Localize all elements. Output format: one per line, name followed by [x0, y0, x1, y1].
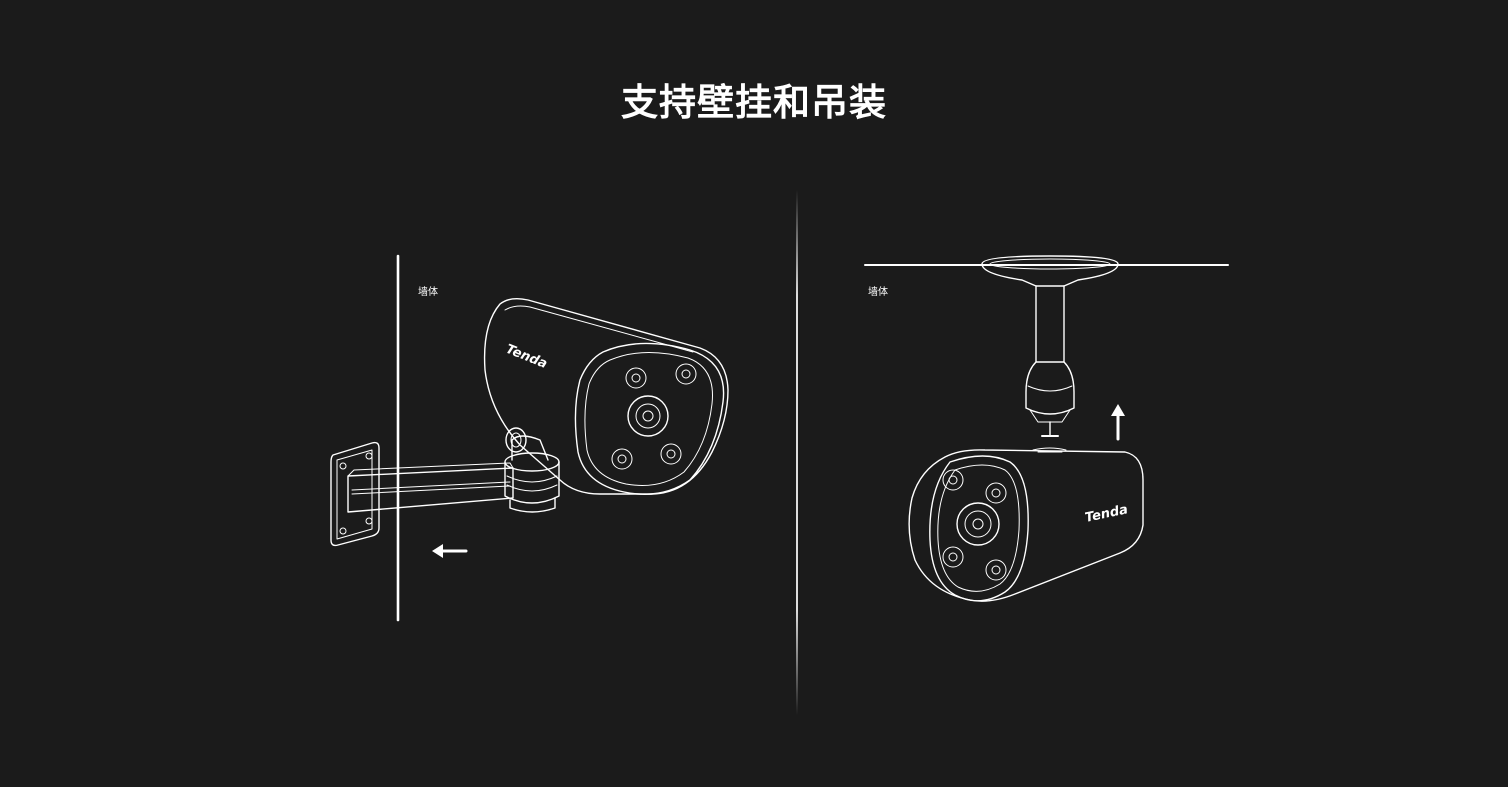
- wall-mount-camera-illustration: Tenda: [330, 254, 729, 622]
- brand-logo-ceiling: Tenda: [1084, 502, 1130, 526]
- ceiling-mount-camera-illustration: Tenda: [864, 255, 1229, 602]
- camera-body-wall: Tenda: [483, 297, 729, 495]
- wall-plate: [330, 441, 380, 547]
- mount-pole: [1025, 285, 1075, 437]
- ceiling-label: 墙体: [868, 287, 888, 298]
- brand-logo-wall: Tenda: [504, 342, 550, 372]
- arrow-left-icon: [432, 544, 468, 558]
- page-title: 支持壁挂和吊装: [621, 81, 887, 124]
- arrow-up-icon: [1111, 404, 1125, 441]
- wall-label: 墙体: [418, 287, 438, 298]
- mount-arm: [347, 462, 514, 513]
- camera-body-ceiling: Tenda: [908, 447, 1144, 602]
- panel-divider: [796, 190, 798, 715]
- ceiling-base: [981, 255, 1119, 287]
- mount-joint: [504, 427, 560, 513]
